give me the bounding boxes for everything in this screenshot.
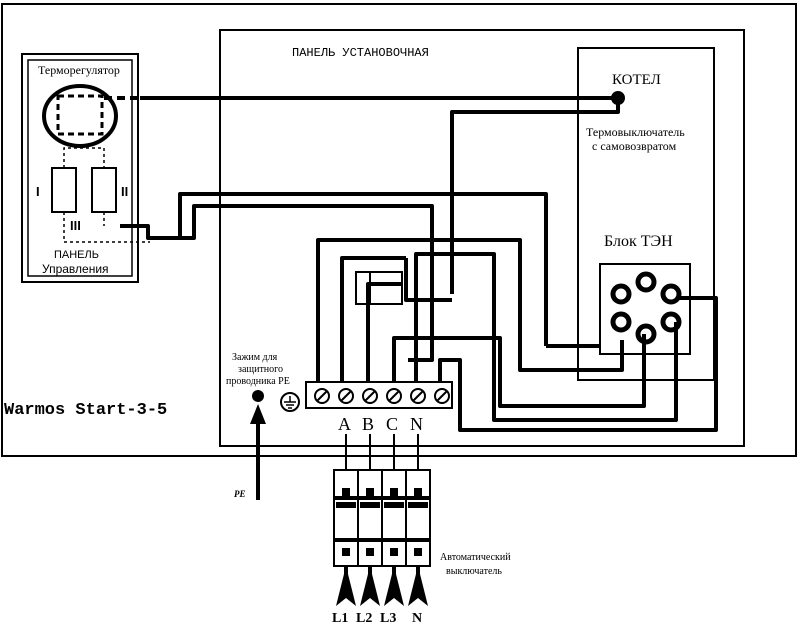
input-L3: L3 [380, 611, 396, 626]
outer-housing [1, 3, 797, 457]
mode-switch-link [63, 147, 105, 168]
control-panel-label-2: Управления [42, 262, 109, 276]
feed-wires [345, 434, 419, 470]
model-title: Warmos Start-3-5 [4, 401, 167, 420]
thermal-switch-label-1: Термовыключатель [586, 125, 685, 139]
internal-wire-c [366, 282, 402, 382]
thermostat-label: Терморегулятор [38, 63, 120, 77]
terminal-B: B [362, 414, 374, 434]
thermostat-dial [42, 84, 118, 148]
terminal-C: C [386, 414, 398, 434]
internal-wire-f [438, 296, 718, 432]
mode-1-wire [63, 212, 150, 243]
input-L1: L1 [332, 611, 348, 626]
boiler-label: КОТЕЛ [612, 72, 661, 88]
terminal-block [305, 381, 453, 409]
internal-wire-d [392, 334, 646, 408]
terminal-A: A [338, 414, 351, 434]
pe-arrow [250, 404, 266, 424]
terminal-screws [314, 388, 450, 404]
control-panel-label-1: ПАНЕЛЬ [54, 249, 99, 261]
circuit-breaker [333, 469, 431, 567]
control-wire-2 [178, 192, 548, 346]
pe-clamp-label-3: проводника PE [226, 376, 290, 387]
thermal-switch-label-2: с самовозвратом [592, 139, 677, 153]
mode-1-label: I [36, 184, 40, 199]
pe-label: PE [234, 489, 246, 499]
terminal-N: N [410, 414, 423, 434]
input-N: N [412, 611, 422, 626]
pe-clamp-label-2: защитного [238, 364, 283, 375]
pe-clamp-label-1: Зажим для [232, 352, 278, 363]
internal-wire-a [316, 238, 578, 382]
internal-wire-b [340, 256, 406, 382]
contactor [355, 271, 403, 305]
heater-terminals [610, 271, 682, 345]
breaker-label-1: Автоматический [440, 552, 511, 563]
mounting-panel-title: ПАНЕЛЬ УСТАНОВОЧНАЯ [292, 46, 429, 60]
breaker-label-2: выключатель [446, 566, 502, 577]
control-panel-inner [27, 59, 133, 277]
input-arrows [336, 566, 428, 606]
mode-switch-1 [51, 167, 77, 213]
internal-wire-e [414, 252, 678, 422]
mode-3-label: III [70, 218, 81, 233]
control-panel-box [21, 53, 139, 283]
mode-2-label: II [121, 184, 128, 199]
thermostat-sensor [56, 94, 104, 136]
mode-switch-2 [91, 167, 117, 213]
input-L2: L2 [356, 611, 372, 626]
heater-block-label: Блок ТЭН [604, 233, 673, 250]
pe-clamp-terminal [252, 390, 264, 402]
mounting-panel [219, 29, 745, 447]
control-wire-1 [120, 204, 434, 362]
boiler-riser-wire [450, 98, 620, 294]
